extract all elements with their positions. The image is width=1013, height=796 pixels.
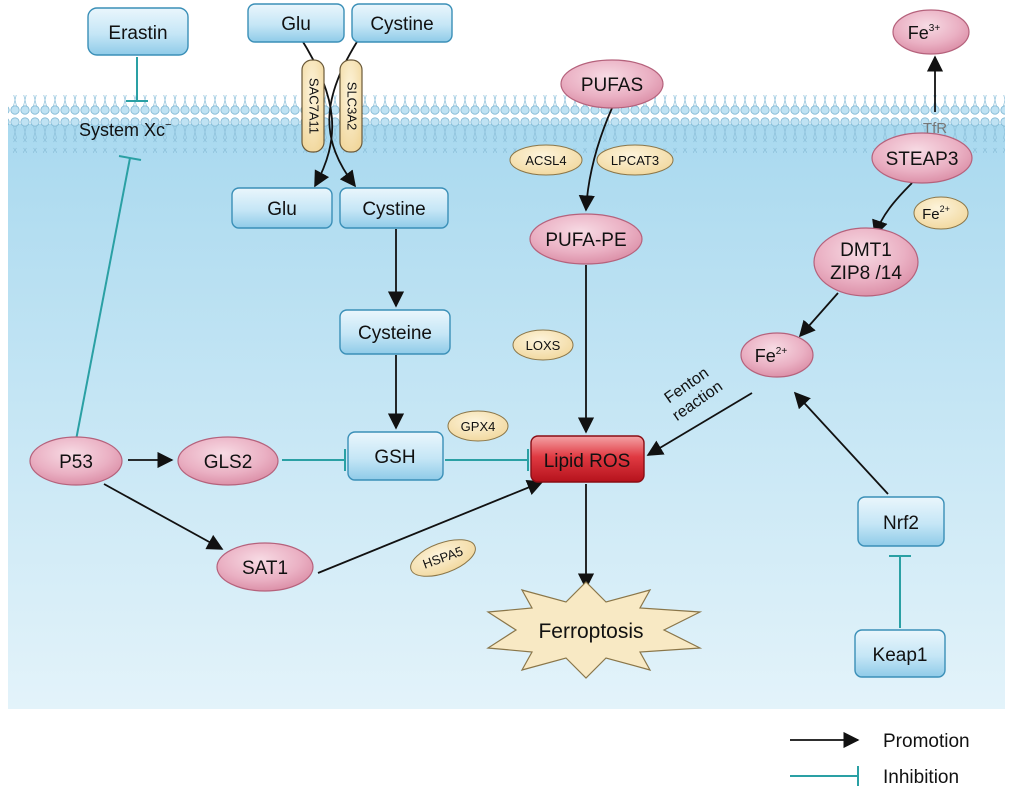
erastin-node: Erastin [87, 7, 189, 56]
sat1-label: SAT1 [242, 558, 288, 579]
fe2-label: Fe2+ [755, 346, 788, 366]
cell-membrane [8, 95, 1005, 153]
pufas-node: PUFAS [560, 59, 664, 109]
pufas-to-pufape-arrow [578, 107, 613, 212]
lipid-ros-label: Lipid ROS [544, 451, 631, 472]
gsh-node: GSH [347, 431, 444, 481]
steap3-label: STEAP3 [886, 149, 959, 170]
gpx4-label: GPX4 [461, 419, 496, 434]
fe2-small-node: Fe2+ [913, 196, 969, 230]
glu-outside-label: Glu [281, 14, 311, 35]
legend-promotion-label: Promotion [883, 731, 970, 752]
nrf2-node: Nrf2 [857, 496, 945, 547]
dmt1-label: DMT1 [840, 240, 892, 261]
fe3-node: Fe3+ [892, 9, 970, 55]
acsl4-node: ACSL4 [509, 144, 583, 176]
gls2-label: GLS2 [204, 452, 253, 473]
sac7a11-label: SAC7A11 [307, 78, 322, 134]
pufas-label: PUFAS [581, 75, 643, 96]
glu-inside-label: Glu [267, 199, 297, 220]
cystine-transport-path [328, 36, 361, 188]
steap3-node: STEAP3 [871, 132, 973, 184]
dmt1-zip-node: DMT1 ZIP8 /14 [813, 227, 919, 297]
slc3a2-transporter: SLC3A2 [339, 59, 363, 153]
pufa-pe-label: PUFA-PE [545, 230, 626, 251]
pufa-pe-node: PUFA-PE [529, 213, 643, 265]
cystine-outside-label: Cystine [370, 14, 433, 35]
gsh-label: GSH [374, 447, 415, 468]
gls2-node: GLS2 [177, 436, 279, 486]
erastin-inhibition [126, 57, 148, 102]
sat1-node: SAT1 [216, 542, 314, 592]
keap1-nrf2-inhibition [889, 555, 911, 628]
hspa5-node: HSPA5 [410, 539, 476, 577]
nrf2-label: Nrf2 [883, 513, 919, 534]
p53-node: P53 [29, 436, 123, 486]
cystine-outside-node: Cystine [351, 3, 453, 43]
keap1-node: Keap1 [854, 629, 946, 678]
ferroptosis-node: Ferroptosis [486, 581, 703, 679]
gls2-gsh-inhibition [282, 449, 346, 471]
gsh-lipidros-inhibition [445, 449, 529, 471]
legend-inhibition-label: Inhibition [883, 767, 959, 788]
p53-label: P53 [59, 452, 93, 473]
lpcat3-label: LPCAT3 [611, 153, 659, 168]
acsl4-label: ACSL4 [525, 153, 566, 168]
fe2-node: Fe2+ [740, 332, 814, 378]
sac7a11-transporter: SAC7A11 [301, 59, 325, 153]
legend-inhibition-line [790, 766, 859, 786]
p53-to-sat1-arrow [103, 483, 224, 550]
cystine-inside-node: Cystine [339, 187, 449, 229]
gpx4-node: GPX4 [447, 410, 509, 442]
glu-transport-path [299, 36, 334, 188]
fe2-small-label: Fe2+ [922, 204, 950, 223]
zip-label: ZIP8 /14 [830, 263, 902, 284]
dmt1-to-fe2-arrow [798, 292, 839, 338]
cysteine-label: Cysteine [358, 323, 432, 344]
lpcat3-node: LPCAT3 [596, 144, 674, 176]
legend: Promotion Inhibition [790, 731, 970, 788]
slc3a2-label: SLC3A2 [345, 82, 360, 130]
fe3-label: Fe3+ [908, 23, 941, 43]
nrf2-to-fe2-arrow [793, 391, 889, 495]
glu-inside-node: Glu [231, 187, 333, 229]
erastin-label: Erastin [108, 23, 167, 44]
tfr-label: TfR [923, 120, 947, 137]
p53-systemxc-inhibition [75, 155, 142, 441]
cysteine-node: Cysteine [339, 309, 451, 355]
loxs-label: LOXS [526, 338, 561, 353]
fenton-arrow [646, 392, 753, 456]
loxs-node: LOXS [512, 329, 574, 361]
cystine-inside-label: Cystine [362, 199, 425, 220]
lipid-ros-node: Lipid ROS [530, 435, 645, 483]
system-xc-label: System Xc− [79, 119, 171, 140]
keap1-label: Keap1 [873, 645, 928, 666]
glu-outside-node: Glu [247, 3, 345, 43]
sat1-to-lipidros-arrow [317, 479, 544, 574]
ferroptosis-label: Ferroptosis [538, 620, 643, 643]
